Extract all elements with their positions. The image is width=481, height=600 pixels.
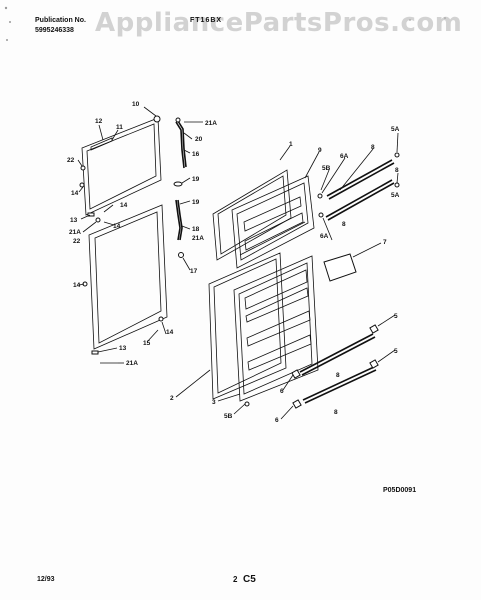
callout-3: 3 [212,399,216,406]
scan-specks [4,6,446,41]
callout-14-lower-left: 14 [73,282,81,289]
freezer-door-corner-parts [79,115,161,223]
callout-2: 2 [170,395,174,402]
callout-5b-bottom: 5B [224,413,233,420]
fresh-food-shelf-bars [291,324,379,409]
watermark-text: AppliancePartsPros.com [95,8,463,38]
callout-6a-top: 6A [340,153,349,160]
callout-10: 10 [132,101,140,108]
callout-13-upper: 13 [70,217,78,224]
callout-5a-top: 5A [391,126,400,133]
callout-6-lower: 6 [275,417,279,424]
handle-parts [173,117,203,258]
callout-1: 1 [289,141,293,148]
callout-8-right: 8 [395,167,399,174]
diagram-code: P05D0091 [383,487,417,494]
callout-13-lower: 13 [119,345,127,352]
callout-6a-mid: 6A [320,233,329,240]
callout-21a-bottom: 21A [126,360,138,367]
dairy-compartment-door [323,242,382,282]
callout-16: 16 [192,151,200,158]
callout-14-lower-right: 14 [166,329,174,336]
freezer-inner-door-with-shelves [231,175,315,269]
callout-labels: 10 12 11 22 14 14 13 14 21A 22 21A 20 16… [67,101,400,424]
freezer-shelf-bars [317,152,400,221]
gasket-small-parts [82,281,164,364]
callout-17: 17 [190,268,198,275]
callout-11: 11 [116,124,123,131]
callout-21a-left: 21A [69,229,81,236]
callout-5a-lower: 5A [391,192,400,199]
callout-8-top: 8 [371,144,375,151]
callout-21a-mid: 21A [192,235,204,242]
fresh-food-door-gasket [88,204,168,350]
callout-20: 20 [195,136,203,143]
callout-8-lower-b: 8 [334,409,338,416]
callout-14-upper-right: 14 [120,202,128,209]
callout-14-mid: 14 [113,223,121,230]
callout-12: 12 [95,118,103,125]
footer-section-code: C5 [243,574,256,585]
footer-date: 12/93 [37,576,55,583]
door-stop-screw [244,401,250,407]
freezer-door-gasket [81,117,162,216]
callout-18: 18 [192,226,200,233]
fresh-food-inner-door-with-shelves [233,255,319,402]
callout-5b-top: 5B [322,165,331,172]
leader-lines [77,106,399,420]
callout-19-upper: 19 [192,176,200,183]
callout-14-upper-left: 14 [71,190,79,197]
publication-number: 5995246338 [35,27,74,34]
callout-5-lower: 5 [394,348,398,355]
freezer-door-liner-strip [90,137,113,151]
callout-22-upper: 22 [67,157,75,164]
callout-6-upper: 6 [280,388,284,395]
callout-9: 9 [318,147,322,154]
callout-8-mid: 8 [342,221,346,228]
callout-15: 15 [143,340,151,347]
model-number: FT16BX [190,17,223,24]
callout-21a-top: 21A [205,120,217,127]
publication-label: Publication No. [35,17,86,24]
footer-page-number: 2 [233,575,238,584]
callout-19-lower: 19 [192,199,200,206]
callout-22-lower: 22 [73,238,81,245]
freezer-door-panel [212,169,292,261]
callout-5-upper: 5 [394,313,398,320]
callout-7: 7 [383,239,387,246]
fresh-food-door-panel [208,252,287,400]
callout-8-lower-a: 8 [336,372,340,379]
